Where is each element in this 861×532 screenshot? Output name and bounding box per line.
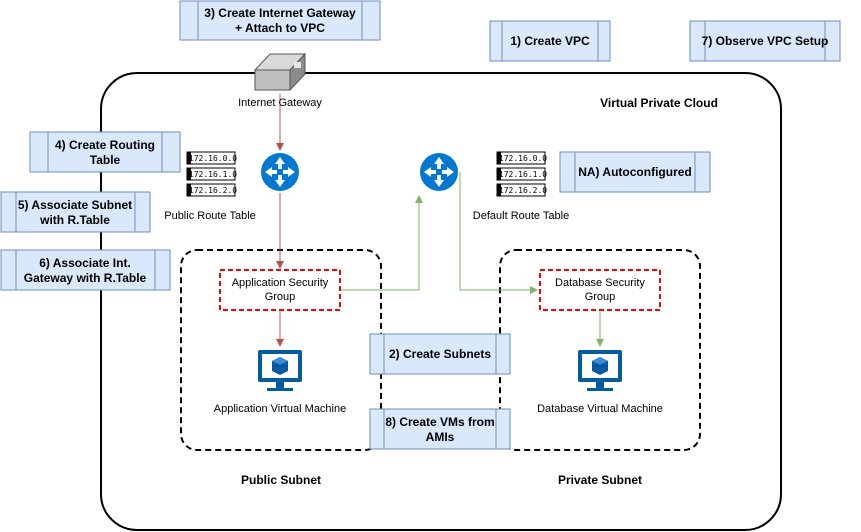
db-security-group	[539, 269, 661, 311]
step-na-label: NA) Autoconfigured	[578, 165, 692, 179]
default-route-entry: 172.16.1.0	[499, 170, 547, 179]
step-5-box: 5) Associate Subnet with R.Table	[0, 191, 151, 233]
step-4-box: 4) Create Routing Table	[29, 131, 181, 173]
public-subnet-label: Public Subnet	[241, 473, 321, 487]
public-route-entry: 172.16.0.0	[189, 154, 237, 163]
public-route-table-label: Public Route Table	[164, 210, 256, 222]
step-4-label: Table	[90, 153, 121, 167]
internet-gateway-icon	[253, 52, 307, 92]
public-route-entry: 172.16.1.0	[189, 170, 237, 179]
app-security-group-label: Application Security	[232, 277, 329, 289]
arrow-default-router-to-db-sg	[459, 172, 538, 294]
step-6-box: 6) Associate Int. Gateway with R.Table	[0, 249, 171, 291]
default-route-table-label: Default Route Table	[473, 210, 569, 222]
step-1-box: 1) Create VPC	[489, 20, 611, 62]
public-route-entry: 172.16.2.0	[189, 186, 237, 195]
step-3-label: + Attach to VPC	[235, 21, 325, 35]
step-7-label: 7) Observe VPC Setup	[702, 34, 829, 48]
arrow-app-sg-to-default-router	[340, 195, 423, 291]
step-8-label: 8) Create VMs from	[385, 415, 494, 429]
step-na-box: NA) Autoconfigured	[559, 151, 711, 193]
vpc-label: Virtual Private Cloud	[600, 96, 718, 110]
step-6-label: Gateway with R.Table	[24, 271, 147, 285]
step-3-label: 3) Create Internet Gateway	[204, 6, 356, 20]
default-route-table-icon	[496, 151, 546, 197]
db-vm-label: Database Virtual Machine	[537, 403, 663, 415]
db-security-group-label: Database Security	[555, 277, 645, 289]
step-3-box: 3) Create Internet Gateway + Attach to V…	[179, 0, 381, 41]
default-route-entry: 172.16.2.0	[499, 186, 547, 195]
app-security-group	[219, 269, 341, 311]
step-8-box: 8) Create VMs from AMIs	[369, 408, 511, 450]
internet-gateway-label: Internet Gateway	[238, 97, 322, 109]
public-router-icon	[261, 153, 299, 191]
step-6-label: 6) Associate Int.	[39, 256, 131, 270]
db-virtual-machine-icon	[578, 350, 622, 391]
app-security-group-label: Group	[265, 291, 296, 303]
step-5-label: 5) Associate Subnet	[18, 198, 132, 212]
step-2-box: 2) Create Subnets	[369, 333, 511, 375]
step-1-label: 1) Create VPC	[510, 34, 590, 48]
public-subnet-boundary	[180, 249, 382, 451]
app-virtual-machine-icon	[258, 350, 302, 391]
step-5-label: with R.Table	[39, 213, 110, 227]
default-router-icon	[420, 153, 458, 191]
step-8-label: AMIs	[426, 430, 455, 444]
private-subnet-label: Private Subnet	[558, 473, 642, 487]
public-route-table-icon	[186, 151, 236, 197]
default-route-entry: 172.16.0.0	[499, 154, 547, 163]
step-7-box: 7) Observe VPC Setup	[689, 20, 841, 62]
app-vm-label: Application Virtual Machine	[214, 403, 346, 415]
vpc-boundary	[100, 72, 782, 531]
db-security-group-label: Group	[585, 291, 616, 303]
step-4-label: 4) Create Routing	[55, 138, 155, 152]
step-2-label: 2) Create Subnets	[389, 347, 491, 361]
